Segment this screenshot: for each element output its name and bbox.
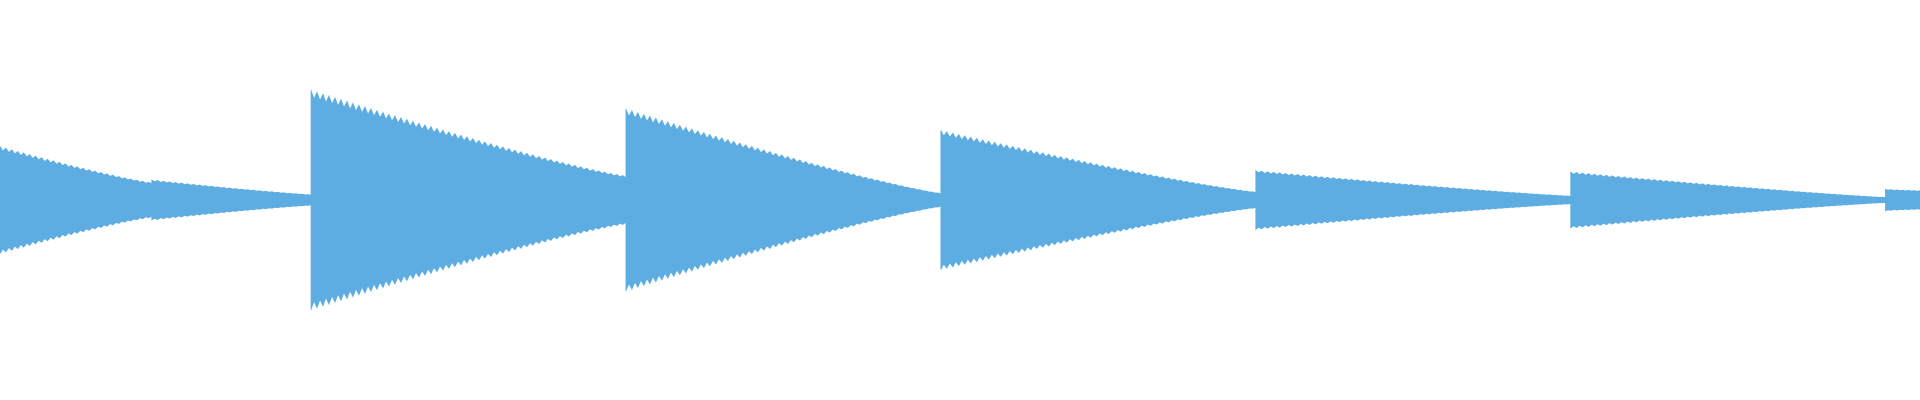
waveform-segment-6 [1255,169,1571,231]
waveform-segment-1 [0,145,152,255]
waveform-segment-5 [940,130,1256,270]
waveform-group [0,90,1920,310]
waveform-segment-8 [1885,188,1920,212]
waveform-segment-2 [151,179,312,221]
waveform-segment-4 [625,108,942,292]
waveform-segment-3 [310,90,627,310]
waveform-segment-7 [1570,171,1886,229]
